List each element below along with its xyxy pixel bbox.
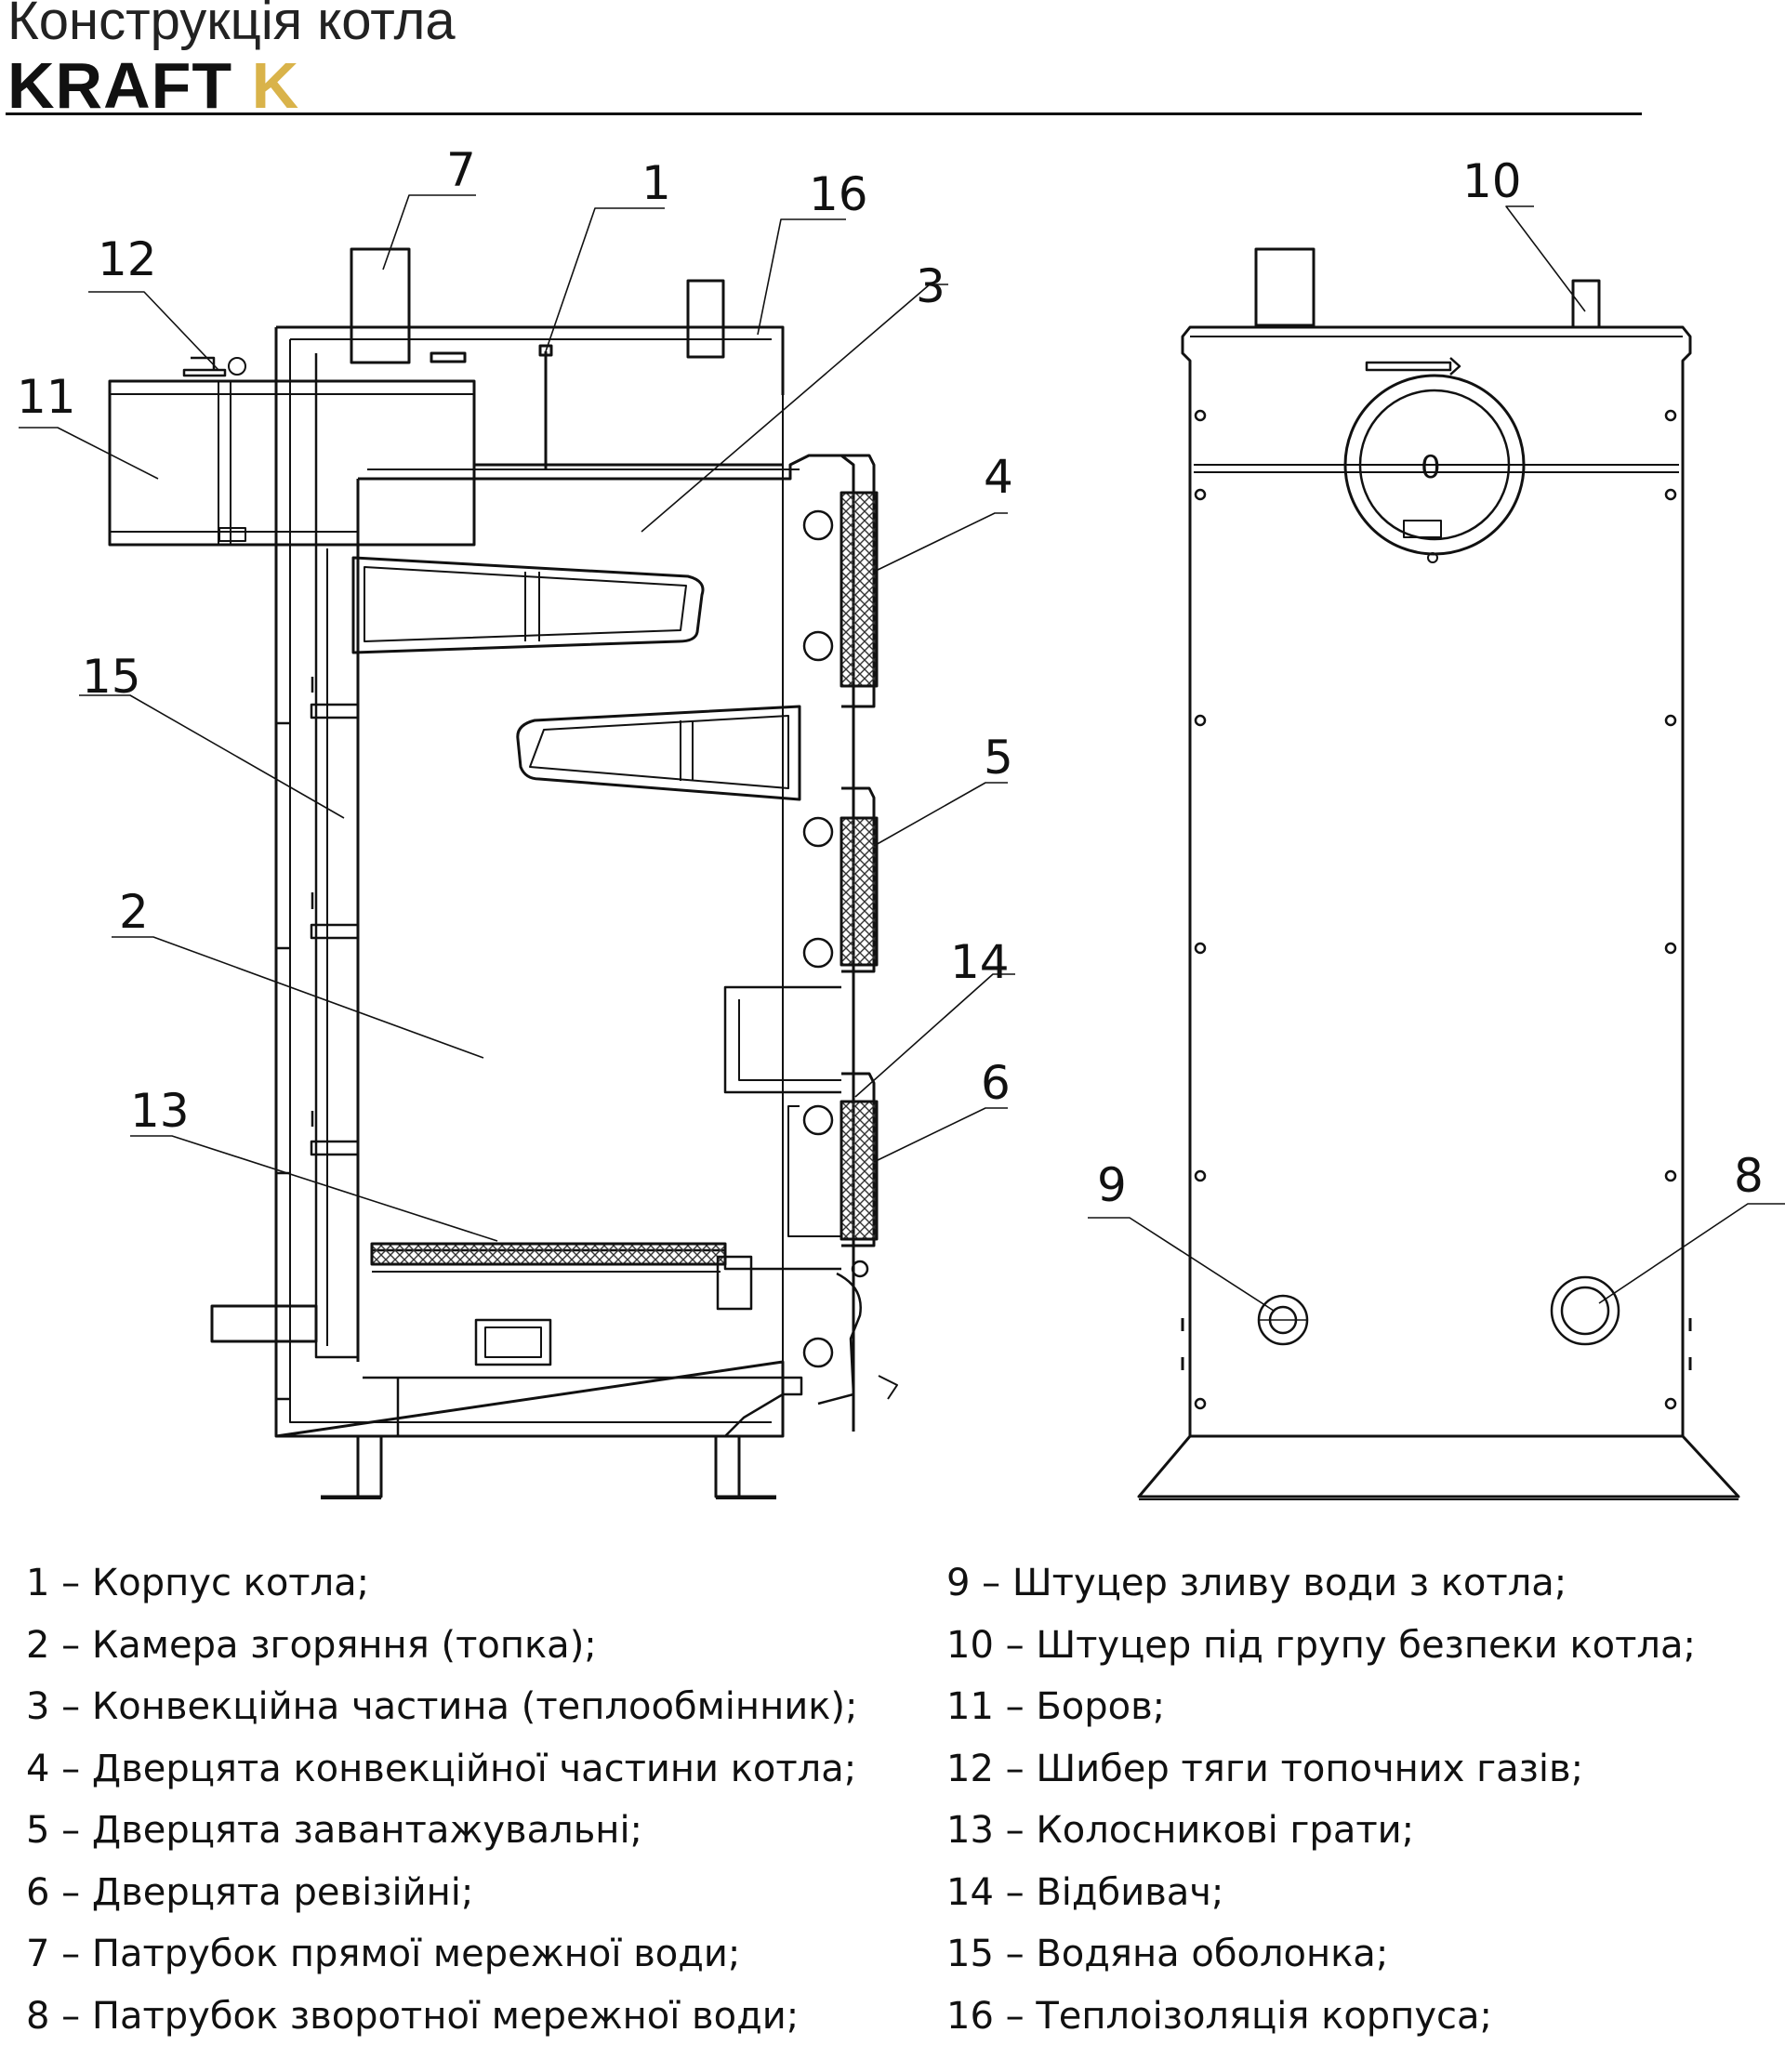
flue-duct <box>108 379 476 547</box>
boiler-diagram: 7 1 16 3 4 5 14 6 10 8 9 11 12 15 2 13 0 <box>17 143 1785 1500</box>
legend-item: 14 – Відбивач; <box>946 1870 1224 1914</box>
header-rule <box>6 112 1642 115</box>
legend-item: 8 – Патрубок зворотної мережної води; <box>26 1994 800 2038</box>
callout-4: 4 <box>984 450 1013 504</box>
legend-right: 9 – Штуцер зливу води з котла; 10 – Штуц… <box>946 1552 1696 2047</box>
water-jacket <box>314 353 358 1359</box>
legend-item: 4 – Дверцята конвекційної частини котла; <box>26 1747 857 1790</box>
legend-item: 12 – Шибер тяги топочних газів; <box>946 1747 1584 1790</box>
side-section-view <box>108 247 898 1499</box>
brand-accent: K <box>251 49 300 122</box>
legend-item: 1 – Корпус котла; <box>26 1562 370 1604</box>
door-4 <box>802 454 879 708</box>
legend-item: 13 – Колосникові грати; <box>946 1809 1415 1852</box>
legs <box>321 1436 776 1498</box>
door-6 <box>787 1072 879 1247</box>
legend-left: 1 – Корпус котла; 2 – Камера згоряння (т… <box>26 1552 857 2047</box>
front-view-mark: 0 <box>1421 449 1441 486</box>
legend-item: 5 – Дверцята завантажувальні; <box>26 1809 643 1852</box>
door-5 <box>802 786 879 973</box>
callout-12: 12 <box>98 232 157 286</box>
upper-baffle <box>351 556 705 654</box>
drain-fitting <box>1257 1294 1309 1346</box>
callout-2: 2 <box>119 885 149 939</box>
legend-item: 2 – Камера згоряння (топка); <box>26 1623 597 1667</box>
brand-main: KRAFT <box>7 49 233 122</box>
callout-10: 10 <box>1462 154 1522 208</box>
callout-11: 11 <box>17 370 76 424</box>
callout-3: 3 <box>916 259 945 313</box>
callout-6: 6 <box>981 1056 1011 1110</box>
front-casing <box>1181 325 1692 1438</box>
callout-labels: 7 1 16 3 4 5 14 6 10 8 9 11 12 15 2 13 0 <box>17 143 1764 1212</box>
callout-1: 1 <box>641 156 671 210</box>
legend-item: 7 – Патрубок прямої мережної води; <box>26 1933 741 1975</box>
reflector <box>723 985 841 1094</box>
lower-baffle <box>516 705 801 801</box>
legend-item: 3 – Конвекційна частина (теплообмінник); <box>26 1685 858 1728</box>
callout-8: 8 <box>1734 1149 1764 1203</box>
leader-lines <box>19 194 1785 1312</box>
callout-14: 14 <box>950 935 1010 989</box>
grate <box>370 1242 727 1266</box>
legend-item: 9 – Штуцер зливу води з котла; <box>946 1562 1567 1604</box>
callout-16: 16 <box>809 167 868 221</box>
outer-casing <box>274 325 785 1438</box>
legend-item: 6 – Дверцята ревізійні; <box>26 1870 474 1914</box>
legend-item: 10 – Штуцер під групу безпеки котла; <box>946 1623 1696 1667</box>
callout-9: 9 <box>1097 1158 1127 1212</box>
legend-item: 11 – Боров; <box>946 1685 1166 1728</box>
pipe-7 <box>350 247 411 364</box>
callout-13: 13 <box>130 1084 190 1138</box>
brand-title: KRAFT K <box>7 46 299 125</box>
return-pipe-fitting <box>1550 1275 1620 1346</box>
page-subtitle: Конструкція котла <box>7 0 456 51</box>
legend-item: 16 – Теплоізоляція корпуса; <box>946 1994 1492 2038</box>
legend-item: 15 – Водяна оболонка; <box>946 1933 1389 1975</box>
front-view <box>1137 247 1740 1500</box>
damper <box>182 356 227 377</box>
header: Конструкція котла KRAFT K <box>6 0 1642 122</box>
callout-5: 5 <box>984 731 1013 785</box>
callout-15: 15 <box>82 650 141 704</box>
callout-7: 7 <box>446 143 476 197</box>
front-base <box>1137 1434 1740 1498</box>
